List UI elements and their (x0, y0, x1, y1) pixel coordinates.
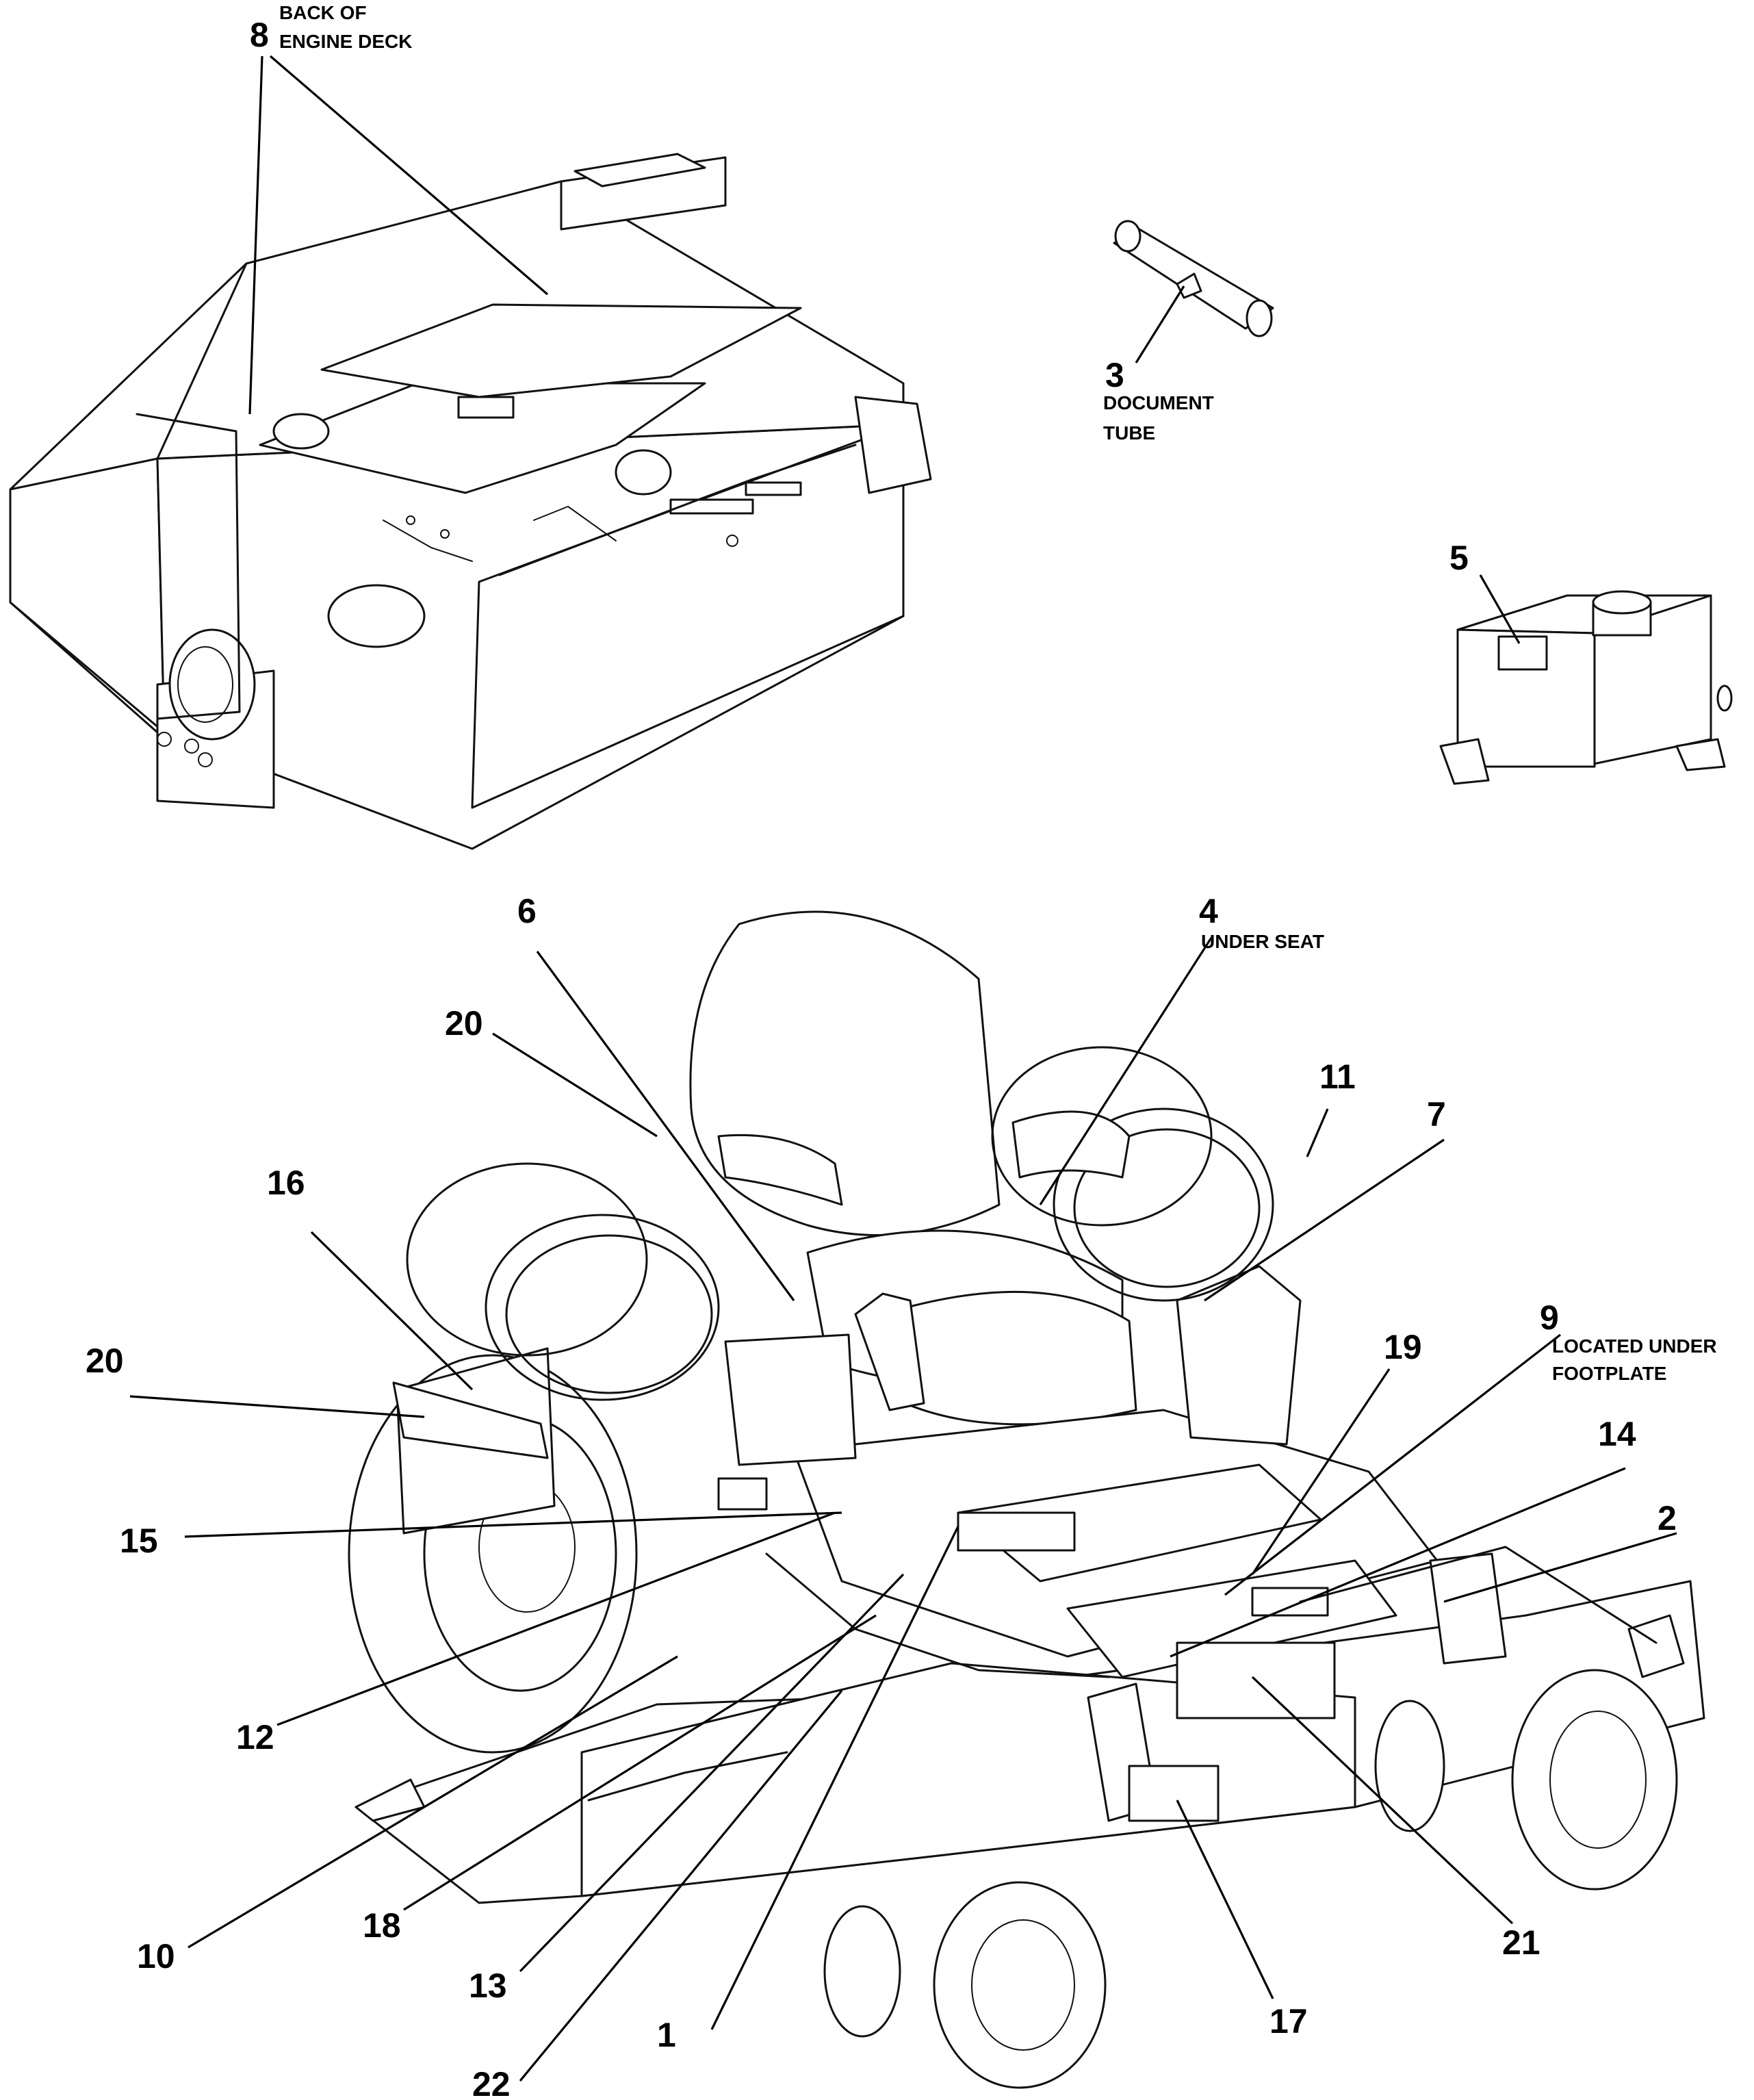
engine-deck-frame (9, 153, 932, 850)
callout-16: 16 (267, 1164, 305, 1202)
note-document-tube-2: TUBE (1103, 422, 1155, 444)
callout-1: 1 (657, 2016, 676, 2054)
note-document-tube-1: DOCUMENT (1103, 392, 1214, 413)
callout-10: 10 (137, 1937, 175, 1975)
callout-9: 9 (1540, 1298, 1559, 1337)
callout-21: 21 (1502, 1923, 1540, 1962)
callout-3: 3 (1105, 356, 1124, 394)
callout-4: 4 (1199, 892, 1218, 930)
callout-14: 14 (1598, 1415, 1636, 1453)
callout-7: 7 (1427, 1095, 1446, 1134)
callout-17: 17 (1269, 2002, 1308, 2040)
callout-18: 18 (363, 1906, 401, 1945)
note-located-under-footplate-2: FOOTPLATE (1552, 1363, 1666, 1384)
notes: BACK OF ENGINE DECK DOCUMENT TUBE UNDER … (279, 2, 1717, 1384)
note-back-of-engine-deck-2: ENGINE DECK (279, 31, 412, 52)
tank (1439, 590, 1733, 785)
note-under-seat: UNDER SEAT (1201, 931, 1324, 952)
leader-lines (129, 55, 1677, 2082)
callouts: 8 3 5 6 4 20 11 7 16 19 9 20 14 2 15 12 … (86, 16, 1677, 2100)
document-tube (1113, 220, 1274, 337)
callout-6: 6 (517, 892, 537, 930)
note-back-of-engine-deck-1: BACK OF (279, 2, 367, 23)
callout-11: 11 (1319, 1058, 1356, 1096)
callout-22: 22 (472, 2065, 511, 2100)
callout-19: 19 (1384, 1328, 1422, 1366)
callout-15: 15 (120, 1522, 158, 1560)
callout-8: 8 (250, 16, 269, 54)
mower-assembly (348, 910, 1705, 2089)
callout-20-upper: 20 (445, 1004, 483, 1042)
callout-5: 5 (1449, 539, 1469, 577)
callout-13: 13 (469, 1967, 507, 2005)
callout-20-lower: 20 (86, 1342, 124, 1380)
callout-12: 12 (236, 1718, 274, 1756)
callout-2: 2 (1658, 1499, 1677, 1537)
note-located-under-footplate-1: LOCATED UNDER (1552, 1335, 1717, 1357)
